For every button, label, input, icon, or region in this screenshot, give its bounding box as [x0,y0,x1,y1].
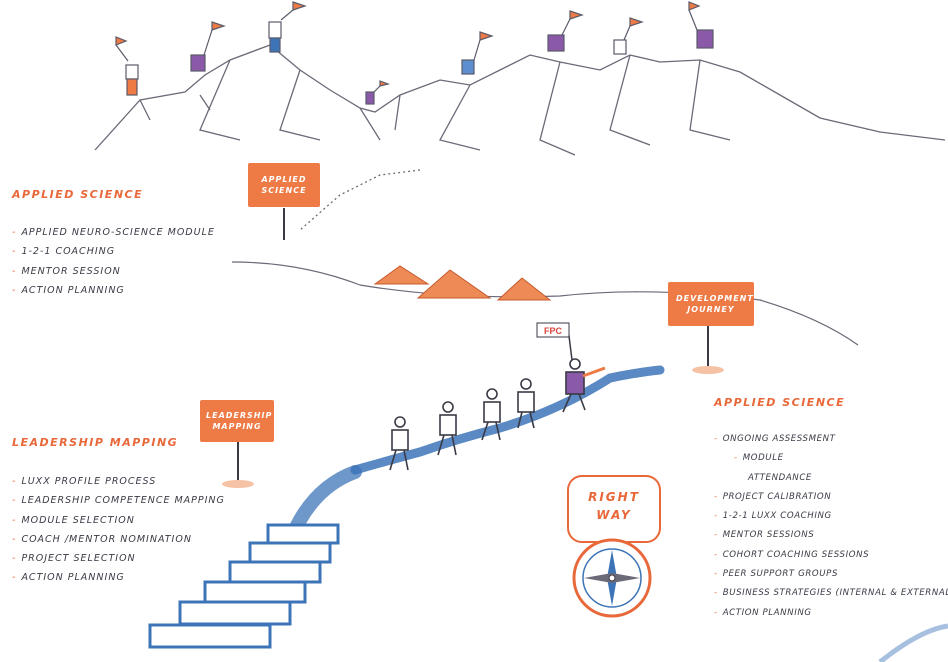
sign-development-journey-label: DEVELOPMENT JOURNEY [676,294,754,314]
hiker-leader [562,358,606,413]
climber-7 [613,17,644,55]
compass [567,475,661,618]
list-item: -ACTION PLANNING [714,607,812,618]
list-item: -BUSINESS STRATEGIES (INTERNAL & EXTERNA… [714,588,948,599]
climber-3 [268,1,307,53]
list-item: -ONGOING ASSESSMENT [714,434,836,444]
list-item: -LUXX PROFILE PROCESS [12,476,157,487]
sign-posts [237,208,709,482]
climber-2 [190,21,226,72]
list-item: -COHORT COACHING SESSIONS [714,549,870,560]
list-item: ATTENDANCE [748,472,812,483]
list-item: -MENTOR SESSION [12,265,121,277]
climber-4 [365,80,391,105]
list-item: -PEER SUPPORT GROUPS [714,569,838,580]
applied-science-top-heading: APPLIED SCIENCE [12,188,144,201]
hiker-3 [481,388,501,441]
climber-1 [115,36,139,96]
list-item: -1-2-1 COACHING [12,246,116,258]
list-item: -PROJECT CALIBRATION [714,491,832,502]
leadership-mapping-heading: LEADERSHIP MAPPING [12,436,179,449]
climber-8 [688,1,714,49]
list-item: -MODULE [734,453,784,464]
hiker-1 [389,416,409,471]
hiker-4 [517,378,535,429]
leadership-mapping-list: -LUXX PROFILE PROCESS -LEADERSHIP COMPET… [12,472,225,588]
list-item: -LEADERSHIP COMPETENCE MAPPING [12,495,225,507]
list-item: -1-2-1 LUXX COACHING [714,511,832,522]
hiking-group [389,358,606,471]
list-item: -PROJECT SELECTION [12,553,136,565]
middle-ridge [231,261,859,346]
list-item: -ACTION PLANNING [12,284,125,296]
compass-line-2: WAY [596,508,632,522]
hiker-2 [437,401,457,456]
compass-line-1: RIGHT [588,490,640,504]
sign-applied-science: APPLIED SCIENCE [248,163,320,207]
sign-leadership-mapping-label: LEADERSHIP MAPPING [206,411,273,431]
climber-6 [547,10,584,52]
camp-tents [373,265,552,301]
staircase [148,523,340,649]
summit-climbers [115,1,714,105]
compass-text: RIGHT WAY [568,490,660,522]
sign-leadership-mapping: LEADERSHIP MAPPING [200,400,274,442]
list-item: -COACH /MENTOR NOMINATION [12,533,192,545]
leader-flag [536,322,570,338]
climber-5 [461,31,494,75]
applied-science-right-heading: APPLIED SCIENCE [714,396,846,409]
list-item: -MENTOR SESSIONS [714,530,815,541]
list-item: -APPLIED NEURO-SCIENCE MODULE [12,227,215,238]
list-item: -ACTION PLANNING [12,572,125,584]
applied-science-right-list: -ONGOING ASSESSMENT -MODULE ATTENDANCE -… [714,430,948,623]
sign-development-journey: DEVELOPMENT JOURNEY [668,282,754,326]
leader-flag-label: FPC [544,326,563,336]
list-item: -MODULE SELECTION [12,514,135,526]
mountain-range [94,44,946,231]
applied-science-top-list: -APPLIED NEURO-SCIENCE MODULE -1-2-1 COA… [12,223,215,300]
sign-applied-science-label: APPLIED SCIENCE [261,175,307,195]
